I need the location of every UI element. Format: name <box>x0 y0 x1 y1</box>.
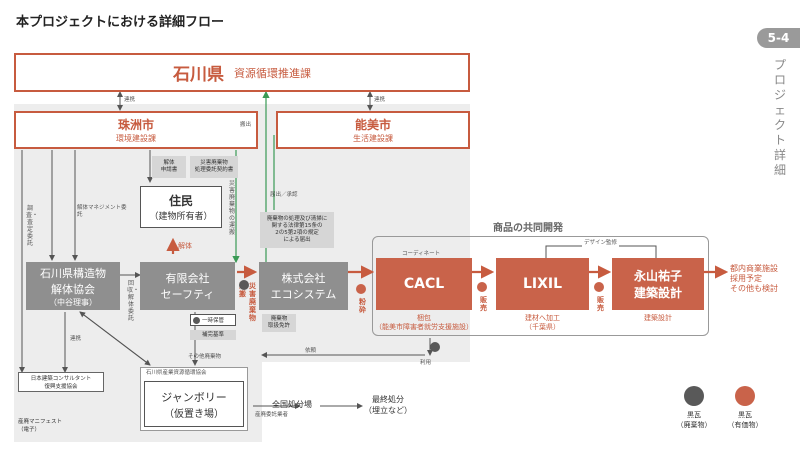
nagayama-sub: 建築設計 <box>644 314 672 322</box>
suzu-dept: 環境建設課 <box>116 134 156 143</box>
todokede-label: 届出／承認 <box>270 192 298 198</box>
kozo-kaitai-assoc-box: 石川県構造物 解体協会 （中谷理事） <box>26 262 120 310</box>
renkei-label-2: 連携 <box>374 97 386 103</box>
co-development-group <box>372 236 709 336</box>
page-title: 本プロジェクトにおける詳細フロー <box>16 15 225 30</box>
saishu-shobun: 最終処分 （埋立など） <box>364 395 412 415</box>
sanpai-itaku-label: 産廃委託業者 <box>255 412 289 418</box>
section-label: プロジェクト詳細 <box>773 58 786 177</box>
suzu-name: 珠洲市 <box>117 118 154 132</box>
riyo-label: 利用 <box>420 360 432 366</box>
renkei-label-1: 連携 <box>124 97 136 103</box>
section-number-badge: 5-4 <box>757 28 800 48</box>
consultant-box: 日本建築コンサルタント 復興支援協会 <box>18 372 104 392</box>
hokan-kijun-doc: 補完基準 <box>190 330 236 340</box>
co-development-label: 商品の共同開発 <box>493 223 563 234</box>
ecosystem-box: 株式会社 エコシステム <box>259 262 348 310</box>
lixil-sub-2: （千葉県） <box>525 323 560 331</box>
kaitai-shinsei-doc: 解体申請書 <box>152 156 186 178</box>
sanpai-license-doc: 廃棄物取扱免許 <box>262 314 296 332</box>
cacl-box: CACL <box>376 258 472 310</box>
outcome-text: 都内商業施設 採用予定 その他も検討 <box>730 264 778 293</box>
nomi-name: 能美市 <box>354 118 391 132</box>
nagayama-box: 永山祐子 建築設計 <box>612 258 704 310</box>
nomi-city-box: 能美市 生活建設課 <box>276 111 470 149</box>
jamboree-box: ジャンボリー （仮置き場） <box>144 381 244 427</box>
chosa-label: 調査・査定委託 <box>26 205 39 247</box>
kaitai-arrow-label: 解体 <box>178 242 192 250</box>
saigai-haikibutsu-label: 災害廃棄物 <box>249 282 256 322</box>
legend-valuable-swatch <box>735 386 755 406</box>
valuable-tile-dot-1 <box>356 284 366 294</box>
ishikawa-name: 石川県 <box>173 65 224 85</box>
resident-sub: （建物所有者） <box>149 212 213 222</box>
zenkoku-shobun: 全国処分場 <box>272 400 312 409</box>
hanbai-label-1: 販売 <box>480 296 487 312</box>
ishikawa-dept: 資源循環推進課 <box>234 66 311 80</box>
kaishu-label: 回収・解体委託 <box>127 280 140 322</box>
waste-tile-dot-1 <box>239 280 249 290</box>
saigai-unpan-label: 災害廃棄物の運搬 <box>228 180 235 236</box>
safety-box: 有限会社 セーフティ <box>140 262 235 310</box>
ichiji-hokan-box: 一時保管 <box>190 314 236 326</box>
design-kanshu-label: デザイン監修 <box>582 240 620 247</box>
cacl-sub-1: 梱包 <box>417 314 431 322</box>
legend-waste-swatch <box>684 386 704 406</box>
legend-waste: 黒瓦 （廃棄物） <box>672 386 716 430</box>
coordinate-label: コーディネート <box>402 251 441 257</box>
waste-tile-dot-2 <box>430 342 440 352</box>
legend-valuable: 黒瓦 （有価物） <box>720 386 770 430</box>
lixil-box: LIXIL <box>496 258 589 310</box>
kaitai-assoc-label: 石川県産業資源循環協会 <box>146 370 207 376</box>
valuable-tile-dot-3 <box>594 282 604 292</box>
saigai-keiyaku-doc: 災害廃棄物処理委託契約書 <box>190 156 238 178</box>
nomi-dept: 生活建設課 <box>353 134 393 143</box>
waste-tile-dot <box>193 316 200 324</box>
manifest-label: 産廃マニフェスト （電子） <box>18 419 63 433</box>
hanbai-label-2: 販売 <box>597 296 604 312</box>
cacl-sub-2: （能美市障害者就労支援施設） <box>375 323 473 331</box>
valuable-tile-dot-2 <box>477 282 487 292</box>
suzu-city-box: 珠洲市 環境建設課 <box>14 111 258 149</box>
resident-name: 住民 <box>168 194 193 208</box>
hoshutsu-label: 搬出 <box>240 122 252 128</box>
renkei-mid-label: 連携 <box>70 336 82 342</box>
lixil-sub-1: 建材へ加工 <box>525 314 560 322</box>
sonota-haikibutsu-label: その他廃棄物 <box>188 354 222 360</box>
ishikawa-prefecture-box: 石川県 資源循環推進課 <box>14 53 470 92</box>
resident-box: 住民 （建物所有者） <box>140 186 222 228</box>
irai-label: 依頼 <box>305 348 317 354</box>
funsai-label: 粉砕 <box>359 298 366 314</box>
kaitai-mgmt-label: 解体マネジメント委託 <box>77 205 127 218</box>
